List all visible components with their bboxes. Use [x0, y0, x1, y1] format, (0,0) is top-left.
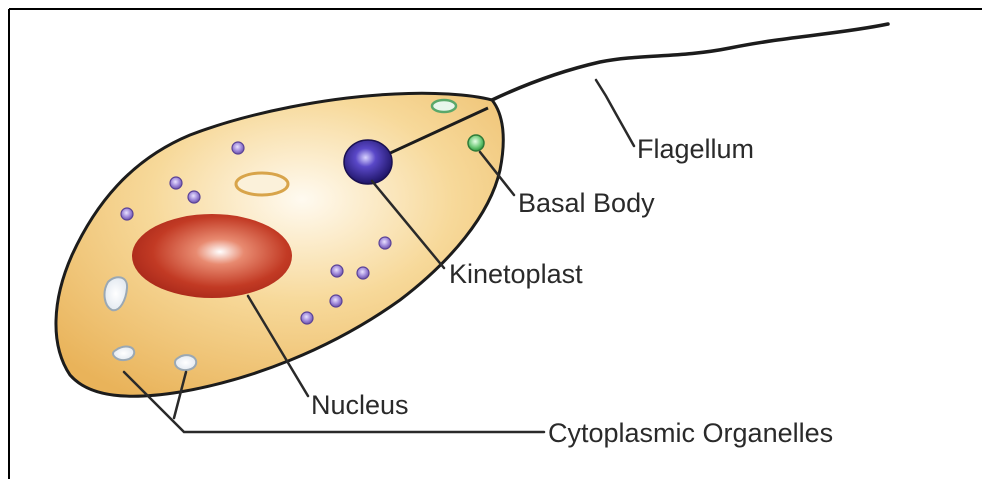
granule: [188, 191, 200, 203]
bottom-organelle-2: [175, 355, 196, 370]
granule: [170, 177, 182, 189]
kinetoplast: [344, 140, 392, 184]
label-kinetoplast: Kinetoplast: [449, 259, 583, 289]
flagellum-leader: [596, 80, 634, 146]
granule: [121, 208, 133, 220]
label-nucleus: Nucleus: [311, 390, 409, 420]
granule: [379, 237, 391, 249]
nucleus: [132, 214, 292, 298]
label-cytoplasmic-organelles: Cytoplasmic Organelles: [548, 418, 833, 448]
granule: [331, 265, 343, 277]
granule: [357, 267, 369, 279]
basal-body: [468, 135, 484, 151]
label-basal-body: Basal Body: [518, 188, 655, 218]
granule: [232, 142, 244, 154]
label-flagellum: Flagellum: [637, 134, 754, 164]
flagellum: [492, 24, 888, 100]
granule: [301, 312, 313, 324]
middle-vacuole: [236, 173, 288, 195]
top-vacuole: [432, 100, 456, 112]
granule: [330, 295, 342, 307]
